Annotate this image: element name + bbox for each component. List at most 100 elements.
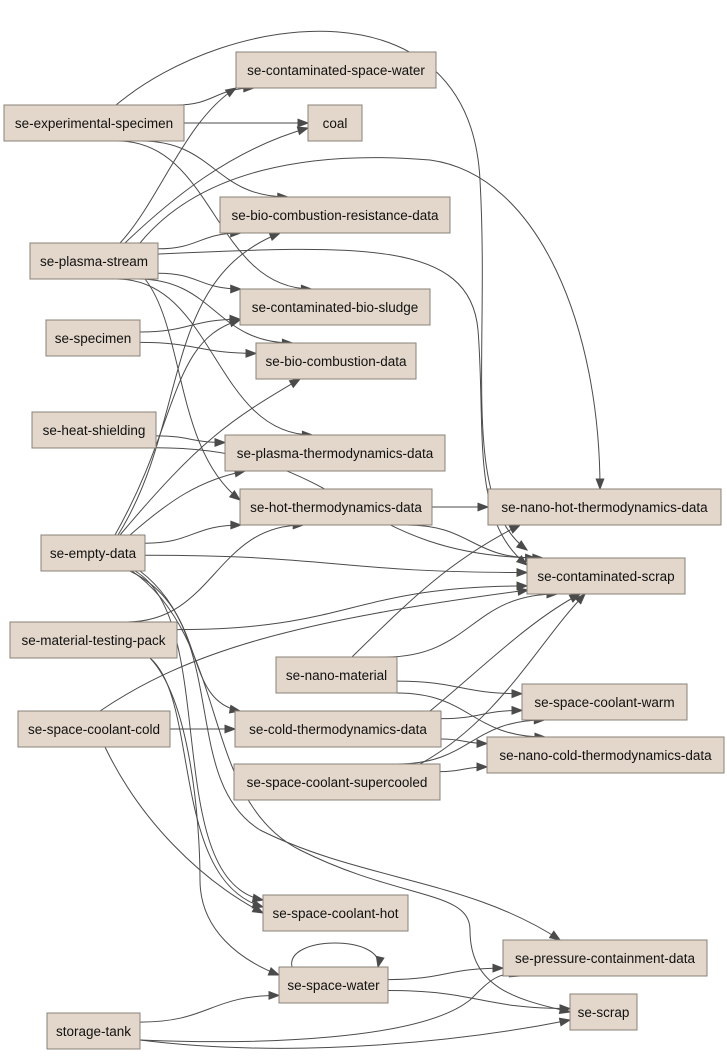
nodes-layer: se-experimental-specimense-contaminated-… [3,51,725,1050]
edge-hot_thermodynamics_data-to-contaminated_scrap [406,524,538,563]
arrowhead-icon [251,904,265,914]
edge-path [99,589,529,712]
edge-experimental_specimen-to-contaminated_scrap [115,30,529,551]
arrowhead-icon [230,284,243,294]
arrowhead-icon [515,540,529,551]
edge-path [134,570,264,901]
node-empty_data: se-empty-data [40,534,146,572]
node-label: se-material-testing-pack [21,633,165,648]
node-box [502,939,708,977]
node-label: se-space-coolant-cold [28,722,160,737]
edge-path [126,524,304,623]
node-space_coolant_supercooled: se-space-coolant-supercooled [233,763,441,801]
node-label: se-experimental-specimen [15,116,173,131]
edge-specimen-to-contaminated_bio_sludge [139,314,242,333]
edge-path [387,967,504,981]
arrowhead-icon [548,930,562,941]
arrowhead-icon [268,990,281,1000]
arrowhead-icon [574,592,586,605]
arrowhead-icon [515,554,529,566]
node-label: coal [323,116,348,131]
edge-nano_material-to-space_coolant_warm [396,680,524,699]
edge-plasma_stream-to-nano_hot_thermodynamics_data [139,157,605,491]
node-label: se-plasma-stream [40,254,148,269]
arrowhead-icon [511,689,524,699]
node-box [45,319,141,357]
edge-path [419,593,586,765]
edge-space_water-to-scrap [387,990,572,1014]
node-label: se-space-coolant-warm [534,695,674,710]
edge-path [114,319,241,536]
arrowhead-icon [268,232,282,242]
node-space_water: se-space-water [278,966,389,1004]
arrowhead-icon [516,567,529,578]
edge-space_coolant_cold-to-space_coolant_hot [104,746,265,914]
node-label: se-space-coolant-supercooled [247,775,428,790]
node-bio_combustion_data: se-bio-combustion-data [255,342,417,380]
edge-path [351,524,521,658]
arrowhead-icon [214,437,227,448]
arrowhead-icon [375,955,385,969]
edge-material_testing_pack-to-space_water [149,657,281,976]
edge-space_water-to-space_water [291,942,385,969]
node-specimen: se-specimen [45,319,141,357]
node-label: se-nano-hot-thermodynamics-data [501,500,708,515]
edge-plasma_stream-to-coal [124,126,310,244]
edge-hot_thermodynamics_data-to-nano_hot_thermodynamics_data [431,502,490,512]
node-cold_thermodynamics_data: se-cold-thermodynamics-data [234,710,442,748]
edge-path [139,973,521,1043]
arrowhead-icon [228,490,242,501]
arrowhead-icon [508,524,522,534]
node-box [275,656,398,694]
node-nano_material: se-nano-material [275,656,398,694]
edge-path [104,746,264,914]
node-box [9,621,178,659]
node-box [234,710,442,748]
edge-path [137,278,293,344]
arrowhead-icon [267,967,281,976]
edge-path [149,657,280,976]
node-box [46,1012,141,1050]
edge-nano_material-to-nano_hot_thermodynamics_data [351,524,522,658]
arrowhead-icon [288,378,302,389]
node-box [239,488,433,526]
node-box [262,894,409,932]
node-box [29,242,159,280]
node-label: se-space-coolant-hot [272,906,398,921]
edge-path [144,524,241,544]
edge-space_coolant_cold-to-contaminated_scrap [99,586,530,712]
arrowhead-icon [245,348,258,358]
arrowhead-icon [476,738,489,749]
edge-path [139,994,280,1023]
edge-path [129,470,246,536]
node-box [31,411,157,449]
edge-storage_tank-to-scrap [139,1017,572,1049]
node-box [526,557,686,595]
edge-path [440,709,523,720]
arrowhead-icon [476,762,489,772]
arrowhead-icon [492,963,505,973]
arrowhead-icon [516,586,530,596]
edge-experimental_specimen-to-coal [183,118,310,128]
node-label: se-bio-combustion-data [265,354,407,369]
arrowhead-icon [224,87,238,98]
node-box [219,196,451,234]
node-label: se-specimen [55,331,132,346]
node-label: se-pressure-containment-data [515,951,696,966]
node-label: se-hot-thermodynamics-data [250,500,422,515]
edge-path [117,232,281,536]
edge-empty_data-to-contaminated_scrap [144,554,529,578]
edge-path [396,680,523,695]
node-box [40,534,146,572]
node-box [487,488,722,526]
node-nano_hot_thermodynamics_data: se-nano-hot-thermodynamics-data [487,488,722,526]
edge-path [291,942,379,968]
node-label: se-heat-shielding [43,423,146,438]
node-storage_tank: storage-tank [46,1012,141,1050]
node-scrap: se-scrap [569,993,638,1031]
arrowhead-icon [595,478,605,491]
edge-cold_thermodynamics_data-to-nano_cold_thermodynamics_data [440,738,489,749]
edge-cold_thermodynamics_data-to-space_coolant_warm [440,705,524,720]
edge-material_testing_pack-to-hot_thermodynamics_data [126,520,305,623]
edge-path [131,570,571,1013]
